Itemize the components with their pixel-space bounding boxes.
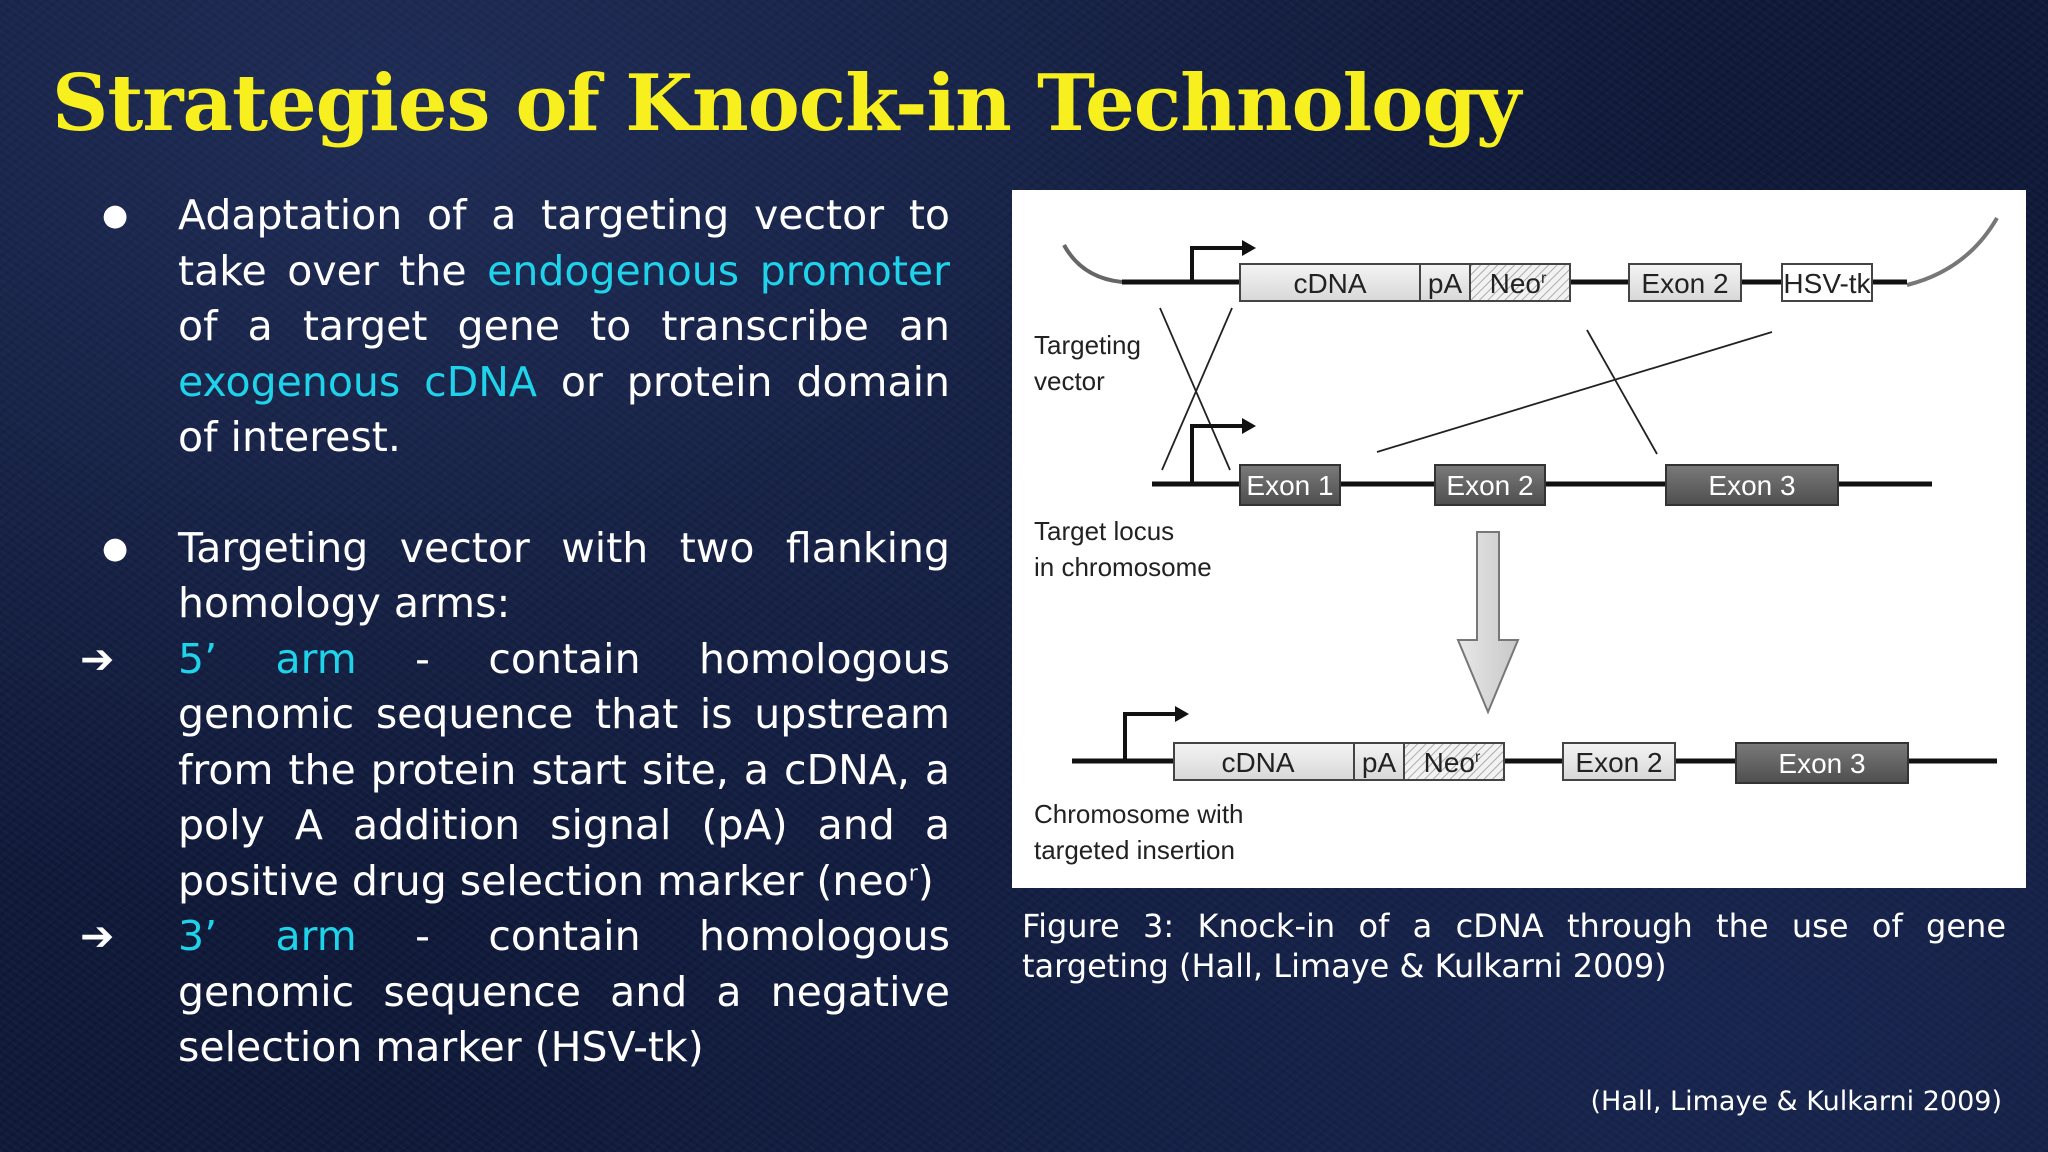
highlight-3-arm: 3’ arm (178, 912, 357, 960)
promoter-arrow-icon (1190, 246, 1242, 282)
hsvtk-box (1781, 263, 1873, 302)
target-locus-label: Target locus (1034, 516, 1174, 546)
bullet-text: ) (917, 856, 934, 905)
pa-inserted-label: pA (1362, 747, 1397, 778)
pa-inserted-box (1353, 742, 1405, 781)
highlight-exogenous-cdna: exogenous cDNA (178, 357, 538, 406)
promoter-arrow-icon (1123, 712, 1175, 761)
neo-inserted-box (1403, 742, 1505, 781)
citation: (Hall, Limaye & Kulkarni 2009) (1590, 1086, 2003, 1117)
pa-label: pA (1428, 268, 1463, 299)
exon1-label: Exon 1 (1246, 470, 1333, 501)
exon2-vector-box (1628, 263, 1742, 302)
sub-bullet-5-arm: ➔ 5’ arm - contain homologous genomic se… (80, 632, 950, 910)
bullet-dot-icon: ● (102, 198, 129, 233)
exon3-locus-label: Exon 3 (1708, 470, 1795, 501)
crossover-line (1159, 307, 1231, 471)
neo-box (1469, 263, 1571, 302)
cdna-inserted-label: cDNA (1221, 747, 1294, 778)
bullet-text: Adaptation of a targeting vector to take… (178, 191, 950, 295)
superscript-r: r (908, 860, 918, 886)
chromosome-insertion-label: targeted insertion (1034, 835, 1235, 865)
exon2-locus-box (1434, 464, 1546, 506)
crossover-line (1586, 329, 1658, 455)
exon2-vector-label: Exon 2 (1641, 268, 1728, 299)
targeting-vector-label: Targeting (1034, 330, 1141, 360)
cdna-label: cDNA (1293, 268, 1366, 299)
bullet-item: ● Targeting vector with two flanking hom… (80, 521, 950, 632)
crossover-line (1376, 331, 1773, 453)
cdna-inserted-box (1173, 742, 1355, 781)
bullet-text: - contain homologous genomic sequence an… (178, 912, 950, 1071)
bullet-text: - contain homologous genomic sequence th… (178, 634, 950, 905)
chromosome-insertion-label: Chromosome with (1034, 799, 1244, 829)
highlight-endogenous-promoter: endogenous promoter (487, 246, 950, 295)
bullet-item: ● Adaptation of a targeting vector to ta… (80, 188, 950, 466)
bullet-text: or protein domain of interest. (178, 357, 950, 462)
highlight-5-arm: 5’ arm (178, 634, 357, 683)
target-locus-label: in chromosome (1034, 552, 1212, 582)
targeting-vector-row: cDNA pA Neor Exon 2 HSV-tk Targeting vec… (1034, 216, 1999, 396)
sub-bullet-3-arm: ➔ 3’ arm - contain homologous genomic se… (80, 909, 950, 1076)
promoter-arrowhead-icon (1242, 418, 1256, 434)
exon3-inserted-box (1735, 742, 1909, 784)
vector-backbone-right (1906, 216, 1999, 287)
bullet-list: ● Adaptation of a targeting vector to ta… (80, 188, 950, 1076)
promoter-arrowhead-icon (1242, 240, 1256, 256)
arrow-right-icon: ➔ (80, 634, 115, 683)
bullet-text: Targeting vector with two flanking homol… (178, 523, 950, 628)
vector-backbone-left (1062, 244, 1123, 284)
figure-caption: Figure 3: Knock-in of a cDNA through the… (1022, 907, 2006, 985)
target-locus-row: Exon 1 Exon 2 Exon 3 Target locus in chr… (1034, 418, 1932, 582)
bullet-dot-icon: ● (102, 530, 129, 566)
slide-title: Strategies of Knock-in Technology (52, 58, 1521, 149)
knock-in-figure: cDNA pA Neor Exon 2 HSV-tk Targeting vec… (1012, 190, 2026, 888)
exon3-inserted-label: Exon 3 (1778, 748, 1865, 779)
hsvtk-label: HSV-tk (1783, 268, 1871, 299)
arrow-right-icon: ➔ (80, 912, 115, 960)
promoter-arrowhead-icon (1175, 706, 1189, 722)
exon2-inserted-box (1562, 742, 1676, 781)
targeted-chromosome-row: cDNA pA Neor Exon 2 Exon 3 Chromosome wi… (1034, 706, 1997, 865)
crossover-lines (1159, 307, 1773, 471)
exon1-box (1239, 464, 1341, 506)
targeting-vector-label: vector (1034, 366, 1105, 396)
exon2-locus-label: Exon 2 (1446, 470, 1533, 501)
down-arrow-icon (1456, 531, 1520, 715)
cdna-box (1239, 263, 1421, 302)
neo-inserted-label: Neor (1424, 747, 1481, 778)
promoter-arrow-icon (1190, 424, 1242, 484)
exon2-inserted-label: Exon 2 (1575, 747, 1662, 778)
bullet-text: of a target gene to transcribe an (178, 302, 950, 350)
exon3-locus-box (1665, 464, 1839, 506)
crossover-line (1161, 307, 1233, 471)
neo-label: Neor (1490, 268, 1547, 299)
